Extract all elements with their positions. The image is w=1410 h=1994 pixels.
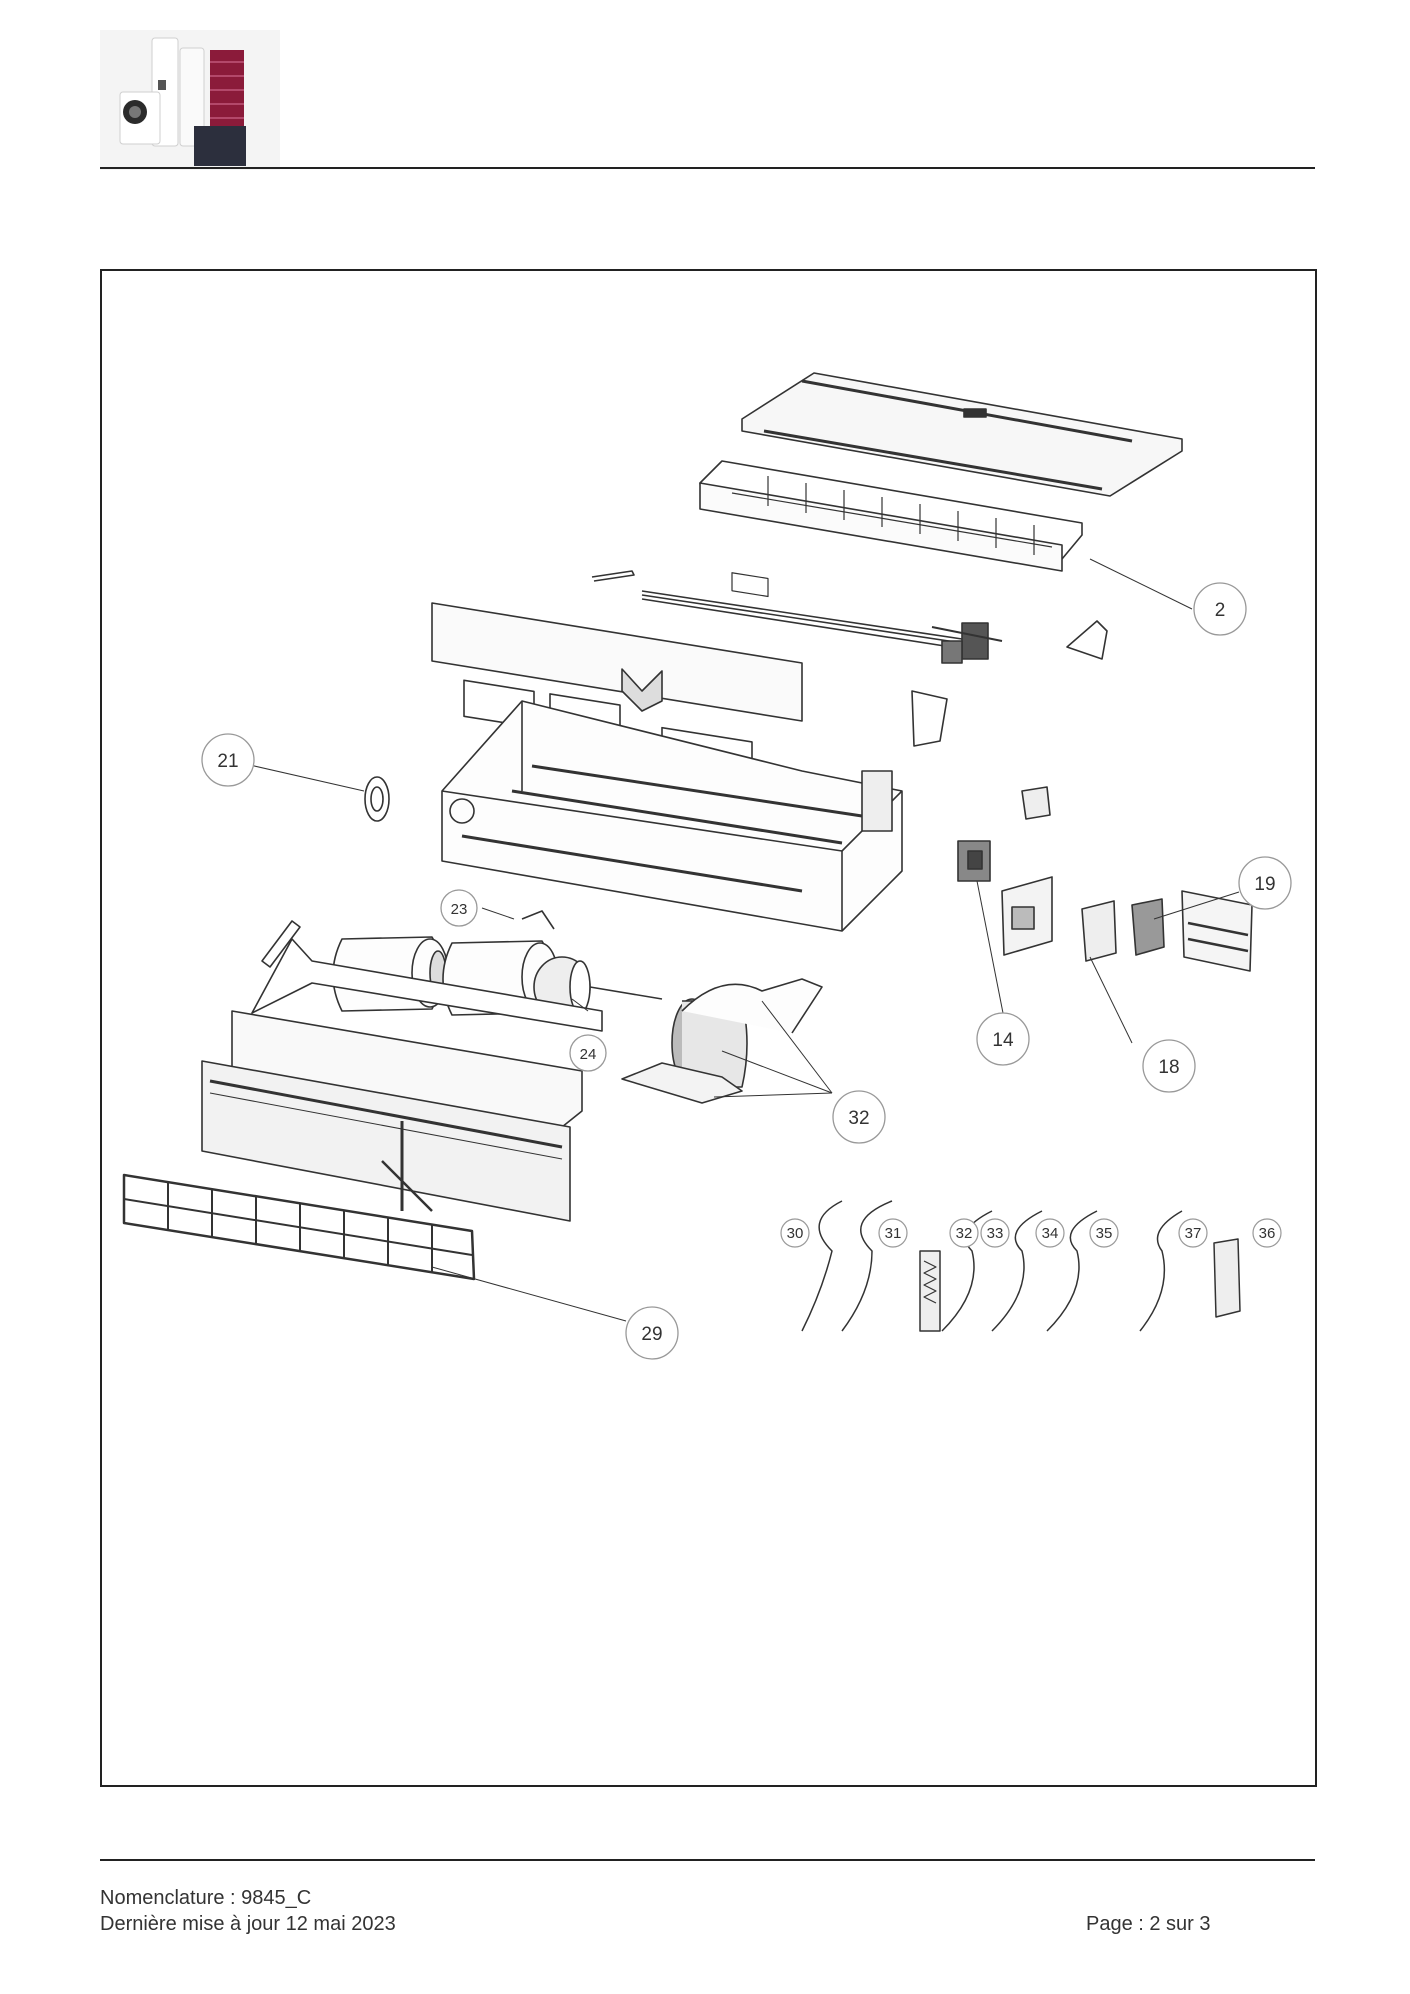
callout-37: 37 <box>1178 1218 1208 1248</box>
accessory-callouts: 30 31 32 33 34 35 37 36 <box>780 1218 1282 1248</box>
exploded-view-frame: 2 21 19 23 14 24 18 32 29 30 31 <box>100 269 1317 1787</box>
callout-14: 14 <box>976 1012 1030 1066</box>
small-bracket-top <box>591 570 635 582</box>
part-19 <box>1131 898 1165 956</box>
callout-21: 21 <box>201 733 255 787</box>
svg-text:14: 14 <box>992 1030 1014 1051</box>
svg-text:24: 24 <box>580 1046 597 1063</box>
callout-33: 33 <box>980 1218 1010 1248</box>
motor-assembly-top <box>931 622 1003 664</box>
svg-text:32: 32 <box>848 1108 869 1129</box>
svg-text:37: 37 <box>1185 1225 1202 1242</box>
accessory-cables <box>801 1200 1241 1332</box>
callout-29: 29 <box>625 1306 679 1360</box>
callouts: 2 21 19 23 14 24 18 32 29 <box>201 582 1292 1360</box>
part-14 <box>957 840 991 882</box>
svg-text:18: 18 <box>1158 1057 1179 1078</box>
callout-31: 31 <box>878 1218 908 1248</box>
svg-text:19: 19 <box>1254 874 1275 895</box>
rail-rod <box>641 590 965 650</box>
svg-text:36: 36 <box>1259 1225 1276 1242</box>
callout-2: 2 <box>1193 582 1247 636</box>
main-chassis <box>441 700 903 932</box>
callout-32b: 32 <box>949 1218 979 1248</box>
page-number: Page : 2 sur 3 <box>1086 1913 1211 1935</box>
callout-18: 18 <box>1142 1039 1196 1093</box>
top-frame <box>699 460 1083 598</box>
svg-text:32: 32 <box>956 1225 973 1242</box>
nomenclature-label: Nomenclature : 9845_C <box>100 1887 312 1909</box>
exploded-view-diagram: 2 21 19 23 14 24 18 32 29 30 31 <box>122 372 1292 1360</box>
svg-text:33: 33 <box>987 1225 1004 1242</box>
svg-text:30: 30 <box>787 1225 804 1242</box>
svg-text:21: 21 <box>217 751 238 772</box>
side-bracket-right <box>1066 620 1108 660</box>
left-bracket <box>261 920 301 968</box>
clip-23 <box>521 910 555 930</box>
callout-19: 19 <box>1238 856 1292 910</box>
side-plate <box>911 690 948 747</box>
svg-text:29: 29 <box>641 1324 662 1345</box>
svg-text:34: 34 <box>1042 1225 1059 1242</box>
top-cover-panel <box>741 372 1183 497</box>
callout-36: 36 <box>1252 1218 1282 1248</box>
blower-wheel-32 <box>621 978 823 1104</box>
electrical-parts <box>957 786 1253 972</box>
heating-products-logo-icon <box>100 30 280 170</box>
last-updated-label: Dernière mise à jour 12 mai 2023 <box>100 1913 396 1935</box>
footer-divider <box>100 1859 1315 1861</box>
svg-text:23: 23 <box>451 901 468 918</box>
callout-34: 34 <box>1035 1218 1065 1248</box>
fan-ring-21 <box>364 776 390 822</box>
callout-30: 30 <box>780 1218 810 1248</box>
callout-24: 24 <box>569 1034 607 1072</box>
svg-text:31: 31 <box>885 1225 902 1242</box>
part-18 <box>1081 900 1117 962</box>
callout-23: 23 <box>440 889 478 927</box>
callout-35: 35 <box>1089 1218 1119 1248</box>
front-panel <box>201 938 603 1222</box>
header-divider <box>100 167 1315 169</box>
svg-text:2: 2 <box>1215 600 1226 621</box>
svg-text:35: 35 <box>1096 1225 1113 1242</box>
callout-32: 32 <box>832 1090 886 1144</box>
